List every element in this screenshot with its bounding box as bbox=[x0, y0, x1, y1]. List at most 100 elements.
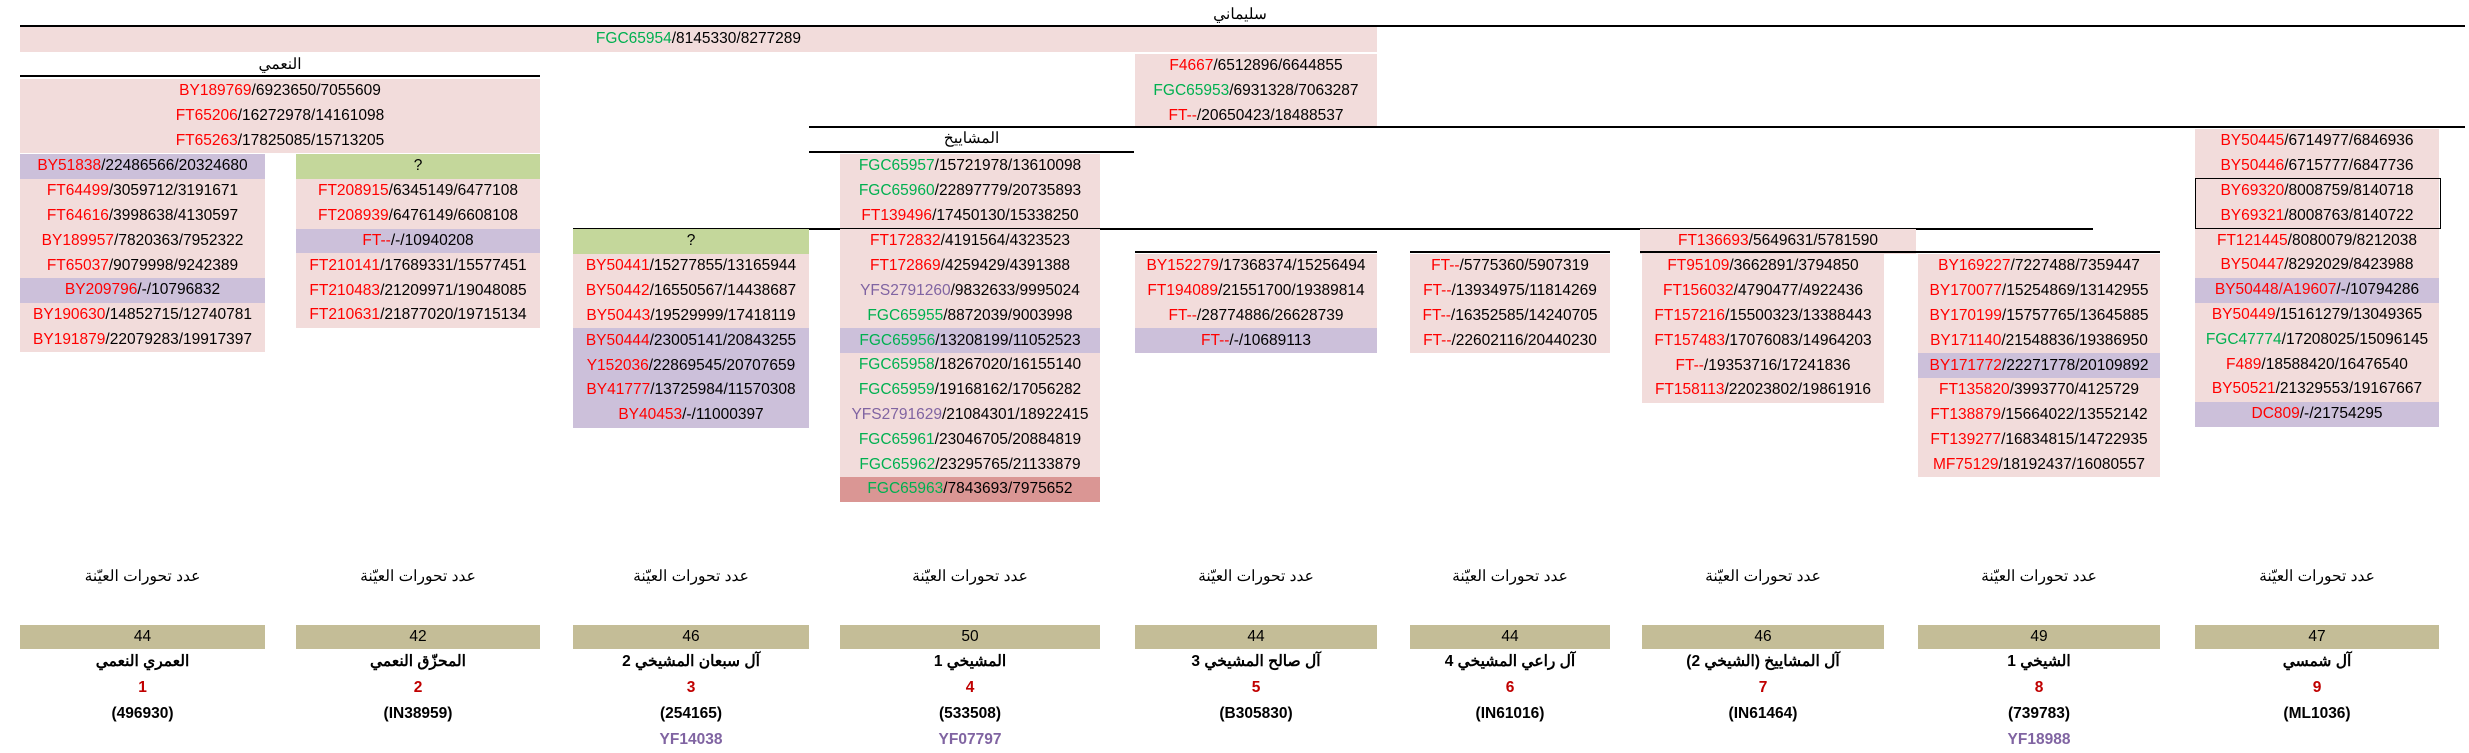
snp-row: BY50442/16550567/14438687 bbox=[573, 278, 809, 304]
snp-id: FT-- bbox=[1423, 331, 1452, 349]
snp-positions: /8080079/8212038 bbox=[2287, 231, 2417, 249]
snp-positions: /21548836/19386950 bbox=[2001, 331, 2148, 349]
snp-id: FT-- bbox=[1168, 306, 1197, 324]
mashayikh-title: المشاييخ bbox=[809, 128, 1134, 148]
ft136693-row: FT136693/5649631/5781590 bbox=[1640, 229, 1916, 254]
snp-row: FGC65956/13208199/11052523 bbox=[840, 328, 1100, 353]
snp-row: FGC65961/23046705/20884819 bbox=[840, 427, 1100, 453]
snp-row: BY50521/21329553/19167667 bbox=[2195, 376, 2439, 402]
snp-id: FT157216 bbox=[1654, 306, 1726, 324]
snp-positions: /21551700/19389814 bbox=[1218, 282, 1365, 300]
snp-positions: /4191564/4323523 bbox=[940, 232, 1070, 250]
lineage-number: 8 bbox=[2034, 679, 2044, 696]
snp-positions: /-/10940208 bbox=[390, 231, 474, 249]
snp-id: FT-- bbox=[1431, 257, 1460, 275]
mutation-count: 46 bbox=[1642, 625, 1884, 649]
snp-row: FT64616/3998638/4130597 bbox=[20, 203, 265, 229]
column-5-rule bbox=[1135, 251, 1377, 253]
lineage-name: العمري النعمي bbox=[95, 653, 190, 670]
snp-positions: /7227488/7359447 bbox=[2010, 257, 2140, 275]
snp-id: BY69321 bbox=[2220, 206, 2285, 224]
snp-positions: /15757765/13645885 bbox=[2001, 306, 2149, 324]
snp-positions: /4259429/4391388 bbox=[940, 257, 1070, 275]
snp-row: FT210631/21877020/19715134 bbox=[296, 302, 540, 328]
snp-row: FT--/16352585/14240705 bbox=[1410, 303, 1610, 329]
snp-positions: /22271778/20109892 bbox=[2001, 356, 2149, 374]
snp-id: YFS2791260 bbox=[860, 281, 951, 299]
snp-id: FGC65957 bbox=[858, 157, 935, 175]
snp-id: BY50444 bbox=[585, 331, 650, 349]
snp-row: F4667/6512896/6644855 bbox=[1135, 54, 1377, 79]
snp-id: BY189769 bbox=[179, 82, 252, 100]
snp-positions: /7820363/7952322 bbox=[114, 231, 244, 249]
snp-row: FT172869/4259429/4391388 bbox=[840, 253, 1100, 279]
snp-id: BY50448/A19607 bbox=[2214, 281, 2337, 299]
snp-row: BY152279/17368374/15256494 bbox=[1135, 254, 1377, 279]
lineage-number: 6 bbox=[1505, 679, 1515, 696]
snp-row: BY69321/8008763/8140722 bbox=[2195, 203, 2439, 229]
snp-row: FT157483/17076083/14964203 bbox=[1642, 328, 1884, 354]
snp-positions: /23046705/20884819 bbox=[934, 430, 1082, 448]
snp-positions: /6931328/7063287 bbox=[1229, 82, 1359, 100]
sample-label: عدد تحورات العيّنة bbox=[912, 568, 1028, 585]
snp-id: BY50445 bbox=[2220, 132, 2285, 150]
kit-id: (496930) bbox=[111, 705, 174, 722]
snp-row: BY209796/-/10796832 bbox=[20, 277, 265, 303]
snp-row: FT--/19353716/17241836 bbox=[1642, 353, 1884, 378]
lineage-number: 1 bbox=[138, 679, 147, 696]
snp-row: F489/18588420/16476540 bbox=[2195, 352, 2439, 377]
snp-id: FT210631 bbox=[309, 306, 381, 324]
snp-positions: /8008759/8140718 bbox=[2284, 181, 2414, 199]
snp-id: BY190630 bbox=[33, 306, 106, 324]
kit-id: (IN38959) bbox=[383, 705, 453, 722]
snp-positions: /15254869/13142955 bbox=[2001, 282, 2149, 300]
lineage-name: الشيخي 1 bbox=[2007, 653, 2071, 670]
snp-id: BY69320 bbox=[2220, 181, 2285, 199]
snp-positions: /23295765/21133879 bbox=[935, 455, 1081, 473]
column-3-title-text: ? bbox=[686, 232, 696, 250]
snp-id: FT208939 bbox=[318, 207, 389, 225]
root-rule bbox=[20, 25, 2465, 27]
snp-positions: /18192437/16080557 bbox=[1998, 455, 2146, 473]
column-3-title: ? bbox=[573, 229, 809, 254]
yfull-id: YF18988 bbox=[2007, 731, 2071, 748]
snp-positions: /19168162/17056282 bbox=[934, 381, 1082, 399]
snp-row: FT--/5775360/5907319 bbox=[1410, 254, 1610, 279]
kit-id: (ML1036) bbox=[2283, 705, 2351, 722]
lineage-number: 4 bbox=[965, 679, 975, 696]
snp-id: FGC65953 bbox=[1153, 82, 1230, 100]
snp-positions: /21877020/19715134 bbox=[380, 306, 527, 324]
snp-row: BY171140/21548836/19386950 bbox=[1918, 328, 2160, 354]
snp-id: FT172832 bbox=[870, 232, 941, 250]
snp-id: BY209796 bbox=[64, 281, 138, 299]
snp-id: FT135820 bbox=[1939, 381, 2010, 399]
snp-id: FGC65960 bbox=[858, 182, 935, 200]
snp-row: FT--/20650423/18488537 bbox=[1135, 103, 1377, 129]
snp-positions: /15161279/13049365 bbox=[2275, 305, 2423, 323]
spacer bbox=[573, 589, 809, 625]
snp-positions: /17825085/15713205 bbox=[237, 131, 385, 149]
snp-positions: /22869545/20707659 bbox=[648, 356, 796, 374]
snp-id: BY170199 bbox=[1929, 306, 2002, 324]
snp-row: FGC65957/15721978/13610098 bbox=[840, 154, 1100, 179]
snp-row: BY190630/14852715/12740781 bbox=[20, 302, 265, 328]
snp-id: BY50521 bbox=[2211, 380, 2276, 398]
snp-row: BY40453/-/11000397 bbox=[573, 402, 809, 428]
column-2-title: ? bbox=[296, 154, 540, 179]
snp-positions: /8008763/8140722 bbox=[2284, 206, 2414, 224]
sample-label: عدد تحورات العيّنة bbox=[1198, 568, 1314, 585]
snp-id: FT139277 bbox=[1930, 430, 2002, 448]
snp-row: BY170199/15757765/13645885 bbox=[1918, 303, 2160, 329]
snp-id: BY51838 bbox=[37, 157, 102, 175]
snp-row: BY189769/6923650/7055609 bbox=[20, 79, 540, 104]
snp-positions: /13725984/11570308 bbox=[650, 381, 796, 399]
root-title-text: سليماني bbox=[1213, 6, 1267, 23]
